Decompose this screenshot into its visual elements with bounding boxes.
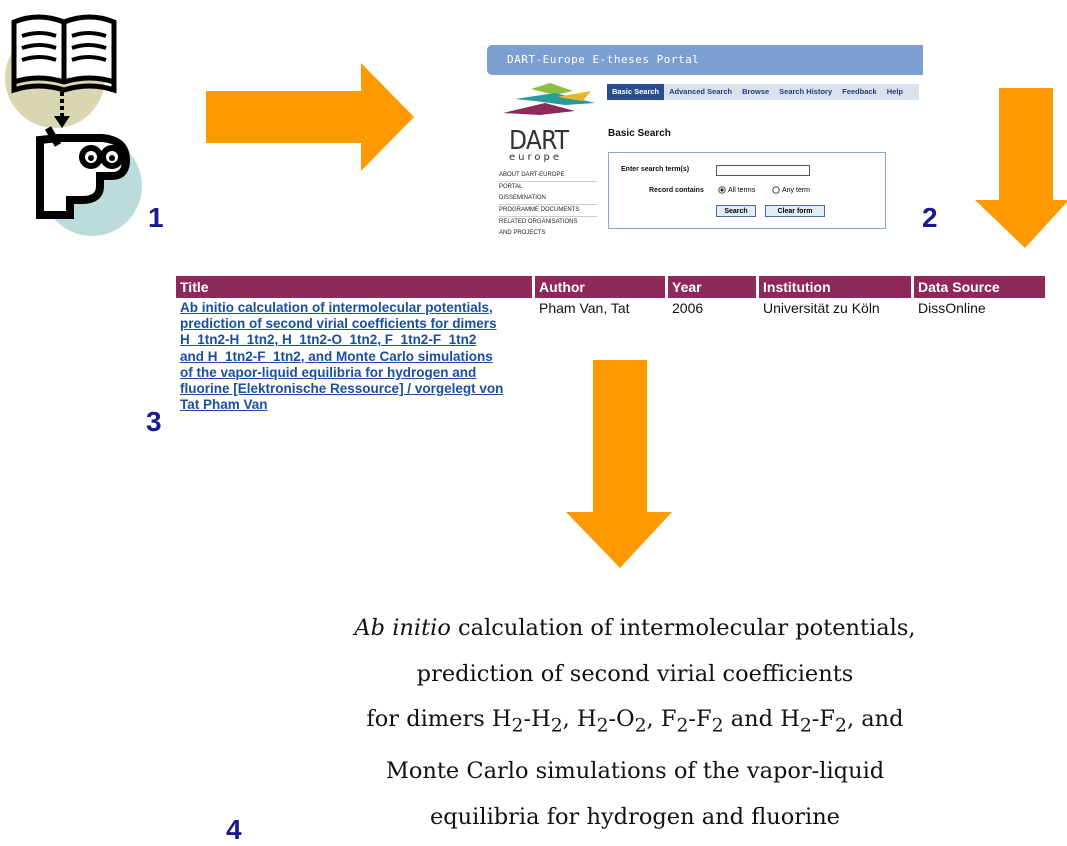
tab-feedback[interactable]: Feedback [842,87,877,96]
formula-separator: , [646,706,661,732]
title-line: Tat Pham Van [180,397,268,413]
step-number-2: 2 [922,202,938,233]
sidebar-item-related-organisations[interactable]: RELATED ORGANISATIONS [499,219,578,225]
formula-dash: - [811,706,820,732]
radio-any-term-label: Any term [782,186,811,194]
formula-subscript: 2 [711,715,724,737]
cell-author: Pham Van, Tat [539,300,630,316]
column-header-data-source[interactable]: Data Source [914,276,1045,298]
step-number-1: 1 [148,202,164,233]
thesis-text: for dimers [366,706,492,732]
formula-subscript: 2 [835,715,847,737]
tab-search-history[interactable]: Search History [779,87,833,96]
right-arrow-icon [206,63,414,171]
cell-year: 2006 [672,300,704,316]
title-line: and H_1tn2-F_1tn2, and Monte Carlo simul… [180,348,493,364]
formula-dash: - [523,706,532,732]
thesis-text: , and [846,706,904,732]
logo-sub: europe [509,152,562,163]
logo-word: DART [509,126,570,156]
ab-initio: Ab initio [354,615,451,641]
formula-symbol: F [660,706,677,732]
sidebar-item-portal[interactable]: PORTAL [499,184,523,190]
step-number-4: 4 [226,814,242,845]
formula-dash: - [688,706,697,732]
tab-advanced-search[interactable]: Advanced Search [669,87,733,96]
radio-unselected-icon [772,186,780,194]
sidebar-item-dissemination[interactable]: DISSEMINATION [499,193,597,205]
formula-symbol: H [491,706,512,732]
search-input[interactable] [716,165,810,176]
dotted-arrow-icon [54,92,70,128]
search-button[interactable]: Search [716,205,756,217]
column-header-year[interactable]: Year [668,276,756,298]
title-line: of the vapor-liquid equilibria for hydro… [180,364,477,380]
formula-separator: , [562,706,577,732]
title-line: prediction of second virial coefficients… [180,316,497,332]
table-row: Ab initio calculation of intermolecular … [176,298,1045,415]
thesis-line-3: for dimers H2-H2, H2-O2, F2-F2 and H2-F2… [200,697,1067,749]
dart-europe-logo: DART europe [503,83,595,163]
thesis-title-link[interactable]: Ab initio calculation of intermolecular … [180,300,528,413]
thesis-line-2: prediction of second virial coefficients [416,660,854,687]
title-line: Ab initio calculation of intermolecular … [180,300,493,315]
column-header-title[interactable]: Title [176,276,532,298]
sidebar-item-about[interactable]: ABOUT DART-EUROPE [499,170,597,182]
cell-title: Ab initio calculation of intermolecular … [176,298,532,415]
down-arrow-icon [975,88,1067,248]
step-number-3: 3 [146,406,162,437]
formula-symbol: H [531,706,551,732]
formula-subscript: 2 [550,715,563,737]
column-header-institution[interactable]: Institution [759,276,911,298]
thesis-line-5: equilibria for hydrogen and fluorine [429,803,841,830]
tab-browse[interactable]: Browse [742,87,770,96]
portal-title-bar: DART-Europe E-theses Portal [487,45,923,75]
tab-help[interactable]: Help [886,87,903,96]
formula-symbol: F [819,706,835,732]
sidebar-item-programme-documents[interactable]: PROGRAMME DOCUMENTS [499,205,597,217]
cell-institution: Universität zu Köln [763,300,880,316]
formula-dash: - [608,706,617,732]
formula-subscript: 2 [596,715,609,737]
clear-form-button[interactable]: Clear form [765,205,825,217]
formula-symbol: H [576,706,597,732]
tab-basic-search[interactable]: Basic Search [607,84,665,100]
radio-all-terms[interactable]: All terms [718,186,755,194]
thesis-line-4: Monte Carlo simulations of the vapor-liq… [385,758,885,784]
formula-subscript: 2 [511,715,524,737]
radio-all-terms-label: All terms [728,186,756,194]
formula-symbol: F [696,706,712,732]
title-line: H_1tn2-H_1tn2, H_1tn2-O_1tn2, F_1tn2-F_1… [180,332,477,348]
portal-screenshot: DART-Europe E-theses Portal DART europe … [487,45,925,245]
thesis-text: calculation of intermolecular potentials… [450,615,916,641]
portal-sidebar: ABOUT DART-EUROPE PORTAL DISSEMINATION P… [499,170,597,239]
basic-search-form: Enter search term(s) Record contains All… [608,152,886,229]
thesis-line-1: Ab initio calculation of intermolecular … [200,606,1067,652]
cell-data-source: DissOnline [918,300,986,316]
formula-symbol: H [780,706,800,732]
book-icon [11,14,117,94]
book-researcher-illustration [5,14,142,236]
table-header-row: Title Author Year Institution Data Sourc… [176,276,1045,298]
formula-separator: and [723,706,781,732]
thesis-title: Ab initio calculation of intermolecular … [200,606,1067,840]
results-table: Title Author Year Institution Data Sourc… [173,276,1048,415]
down-arrow-icon [566,360,672,568]
record-contains-label: Record contains [649,187,704,194]
researcher-icon [36,126,131,219]
title-line: fluorine [Elektronische Ressource] / vor… [180,381,504,397]
sidebar-item-and-projects[interactable]: AND PROJECTS [499,230,546,236]
radio-selected-icon [718,186,726,194]
radio-any-term[interactable]: Any term [772,186,810,194]
column-header-author[interactable]: Author [535,276,665,298]
step1-icons [0,0,150,240]
formula-subscript: 2 [634,715,647,737]
portal-heading: Basic Search [608,128,671,139]
formula-subscript: 2 [676,715,689,737]
formula-symbol: O [616,706,635,732]
portal-tabs: Basic Search Advanced Search Browse Sear… [607,84,919,100]
search-term-label: Enter search term(s) [621,166,690,173]
formula-subscript: 2 [799,715,812,737]
